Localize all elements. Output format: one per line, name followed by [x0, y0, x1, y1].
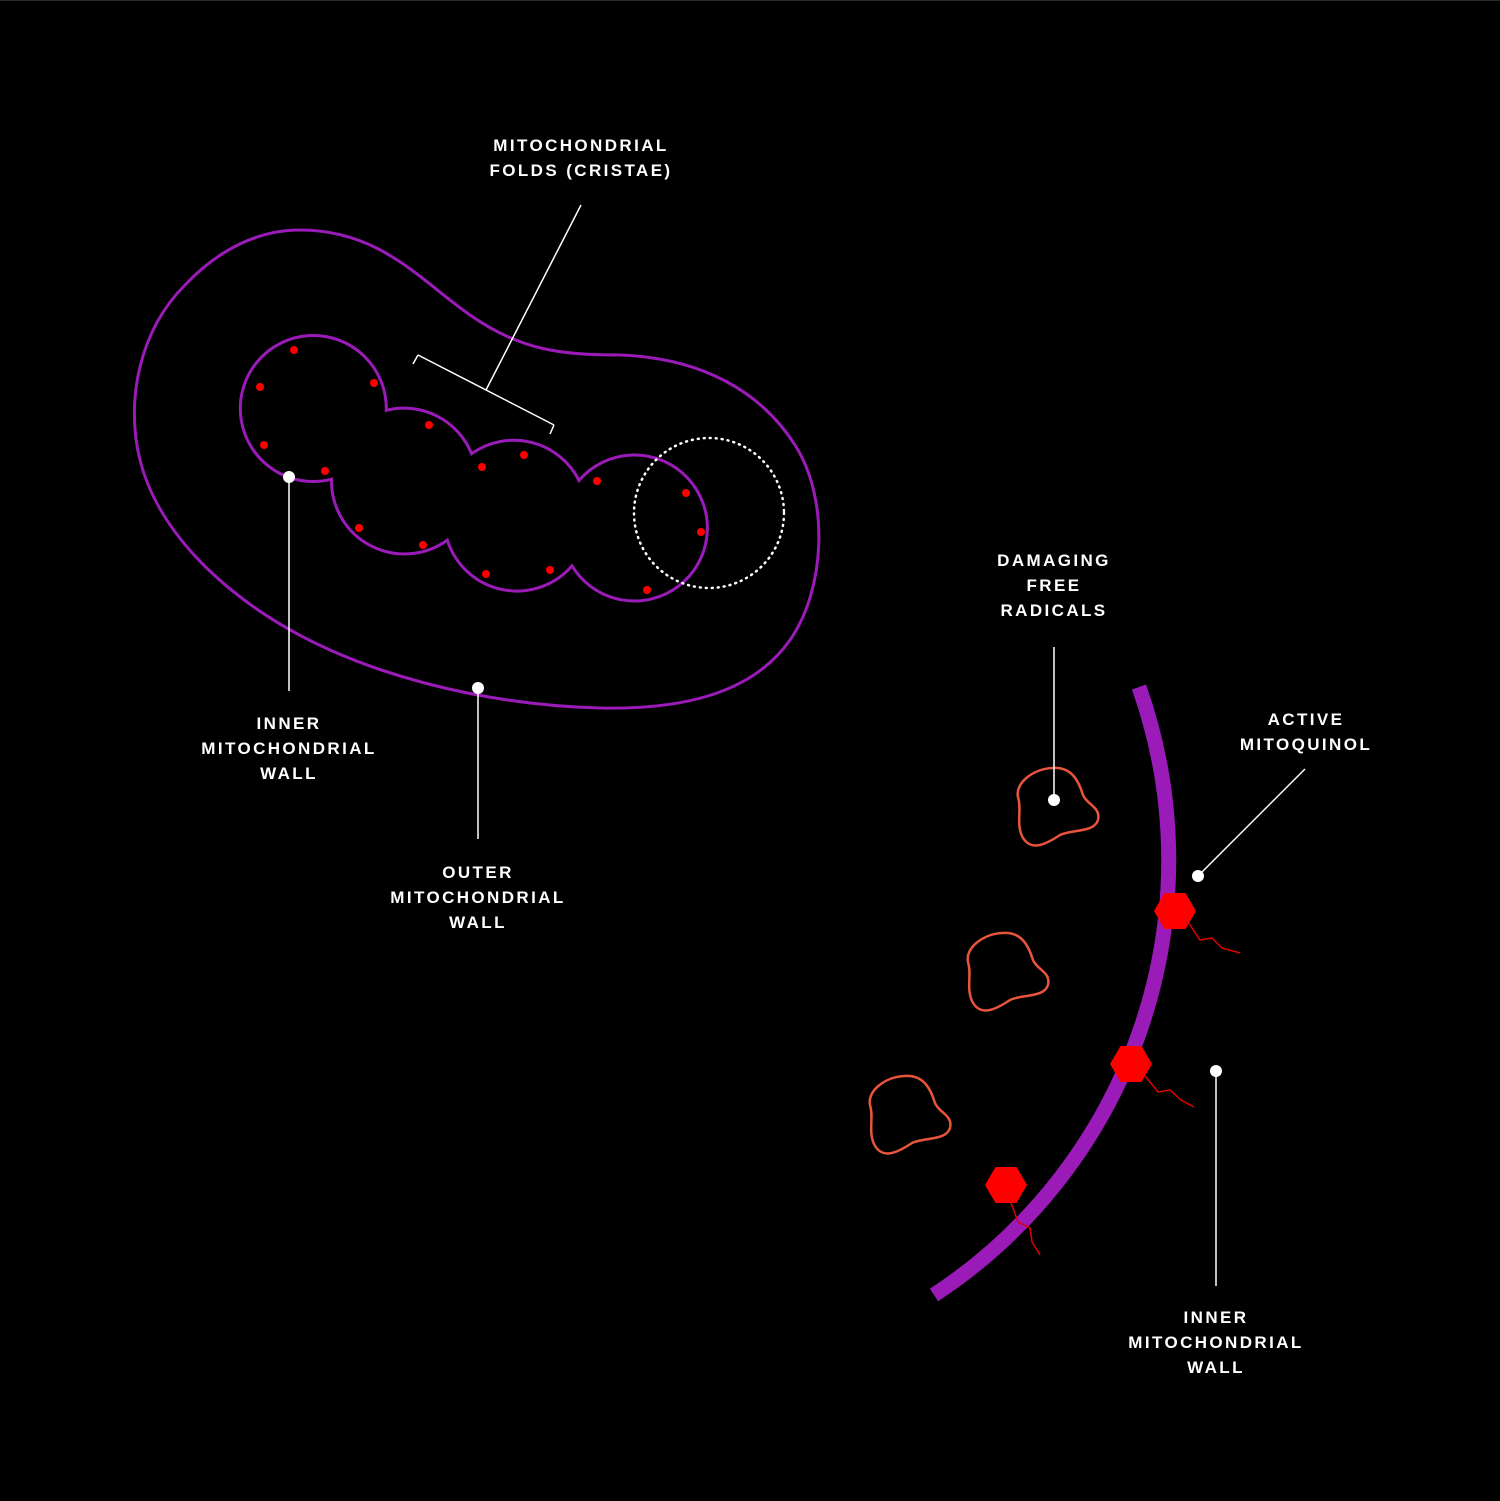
- inner-wall-right-label: INNER MITOCHONDRIAL WALL: [1066, 1305, 1366, 1380]
- mitoquinol-hexagon: [1110, 1046, 1152, 1082]
- particle: [697, 528, 705, 536]
- mitoquinol-tail: [1187, 921, 1241, 954]
- inner-wall-right-label-line-1: INNER: [1183, 1308, 1249, 1327]
- inner-wall-left-label-line-1: INNER: [256, 714, 322, 733]
- particle: [355, 524, 363, 532]
- inner-wall-right-leader: [1210, 1065, 1222, 1286]
- inner-wall-right-label-line-3: WALL: [1187, 1358, 1245, 1377]
- inner-membrane-arc: [929, 684, 1177, 1302]
- particle: [482, 570, 490, 578]
- mitoquinol-leader: [1192, 768, 1306, 882]
- inner-wall-left-leader: [283, 471, 295, 691]
- outer-wall-label-line-1: OUTER: [442, 863, 514, 882]
- particle: [425, 421, 433, 429]
- free-radical: [868, 1074, 952, 1155]
- free-radicals-label-line-2: FREE: [1026, 576, 1082, 595]
- mitoquinol-label: ACTIVE MITOQUINOL: [1186, 707, 1426, 757]
- free-radicals: [868, 766, 1100, 1155]
- inner-wall-right-marker: [1210, 1065, 1222, 1077]
- mitoquinol-marker: [1192, 870, 1204, 882]
- free-radicals-leader: [1048, 647, 1060, 806]
- mitoquinol-label-line-1: ACTIVE: [1267, 710, 1345, 729]
- particle: [593, 477, 601, 485]
- mitoquinol-hexagon: [985, 1167, 1027, 1203]
- particle: [520, 451, 528, 459]
- free-radical: [966, 931, 1050, 1012]
- outer-mitochondrial-membrane: [132, 228, 821, 710]
- particle: [546, 566, 554, 574]
- outer-wall-label-line-3: WALL: [449, 913, 507, 932]
- mitoquinol-hexagon: [1154, 893, 1196, 929]
- inner-wall-left-label-line-2: MITOCHONDRIAL: [201, 739, 377, 758]
- free-radical: [1016, 766, 1100, 847]
- inner-mitochondrial-membrane-cristae: [238, 334, 709, 603]
- particle: [290, 346, 298, 354]
- particle: [682, 489, 690, 497]
- mitoquinol-label-line-2: MITOQUINOL: [1239, 735, 1373, 754]
- free-radicals-label-line-1: DAMAGING: [997, 551, 1111, 570]
- cristae-label-line-2: FOLDS (CRISTAE): [489, 161, 673, 180]
- zoom-indicator-circle: [632, 436, 786, 590]
- inner-wall-right-label-line-2: MITOCHONDRIAL: [1128, 1333, 1304, 1352]
- particle: [260, 441, 268, 449]
- cristae-bracket: [412, 204, 582, 435]
- free-radicals-label: DAMAGING FREE RADICALS: [904, 548, 1204, 623]
- mitoquinol-tail: [1009, 1199, 1041, 1256]
- inner-wall-left-label: INNER MITOCHONDRIAL WALL: [139, 711, 439, 786]
- particle: [478, 463, 486, 471]
- particle: [256, 383, 264, 391]
- inner-membrane-particles: [256, 346, 705, 594]
- inner-wall-left-label-line-3: WALL: [260, 764, 318, 783]
- outer-wall-leader: [472, 682, 484, 839]
- mitoquinol-molecules: [985, 893, 1241, 1256]
- particle: [419, 541, 427, 549]
- outer-wall-label-line-2: MITOCHONDRIAL: [390, 888, 566, 907]
- inner-wall-left-marker: [283, 471, 295, 483]
- particle: [643, 586, 651, 594]
- cristae-label-line-1: MITOCHONDRIAL: [493, 136, 669, 155]
- mitoquinol-tail: [1144, 1075, 1195, 1108]
- free-radicals-label-line-3: RADICALS: [1000, 601, 1108, 620]
- cristae-label: MITOCHONDRIAL FOLDS (CRISTAE): [431, 133, 731, 183]
- particle: [321, 467, 329, 475]
- outer-wall-marker: [472, 682, 484, 694]
- free-radical-marker: [1048, 794, 1060, 806]
- outer-wall-label: OUTER MITOCHONDRIAL WALL: [328, 860, 628, 935]
- particle: [370, 379, 378, 387]
